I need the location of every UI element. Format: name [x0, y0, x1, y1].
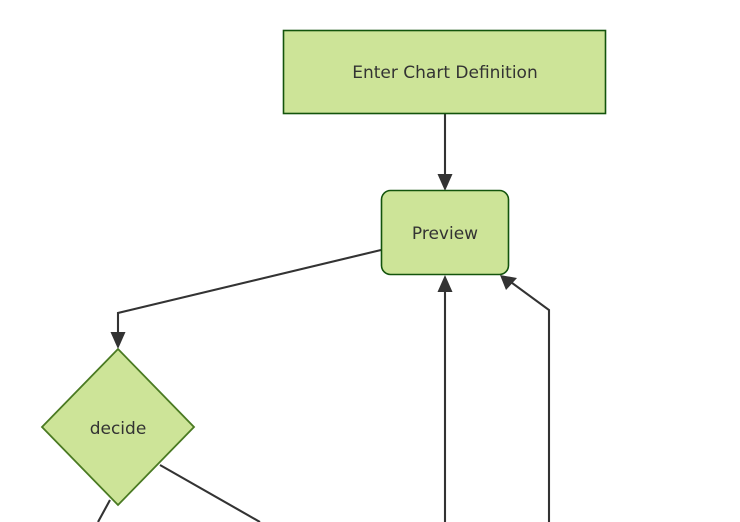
node-preview[interactable]: Preview: [380, 189, 510, 276]
node-enter-chart-definition-label: Enter Chart Definition: [352, 63, 537, 83]
edge-layer: [97, 114, 551, 522]
edge-decide-out-right[interactable]: [159, 464, 261, 522]
node-enter-chart-definition-shape: [282, 29, 607, 115]
node-preview-shape: [380, 189, 510, 276]
arrowhead-icon: [437, 174, 453, 191]
node-layer: Enter Chart Definition Preview decide: [40, 29, 607, 507]
arrowhead-icon: [437, 275, 453, 292]
edge-bottom-center-to-preview[interactable]: [437, 275, 453, 522]
edge-bottom-right-to-preview[interactable]: [500, 275, 551, 522]
edge-decide-out-left[interactable]: [97, 499, 111, 522]
arrowhead-icon: [110, 332, 126, 349]
node-enter-chart-definition[interactable]: Enter Chart Definition: [282, 29, 607, 115]
node-decide[interactable]: decide: [40, 347, 196, 507]
node-preview-label: Preview: [412, 224, 478, 244]
edge-preview-to-decide[interactable]: [110, 248, 382, 349]
edge-enter-to-preview[interactable]: [437, 114, 453, 191]
node-decide-shape: [40, 347, 196, 507]
node-decide-label: decide: [90, 419, 147, 439]
arrowhead-icon: [500, 275, 517, 290]
